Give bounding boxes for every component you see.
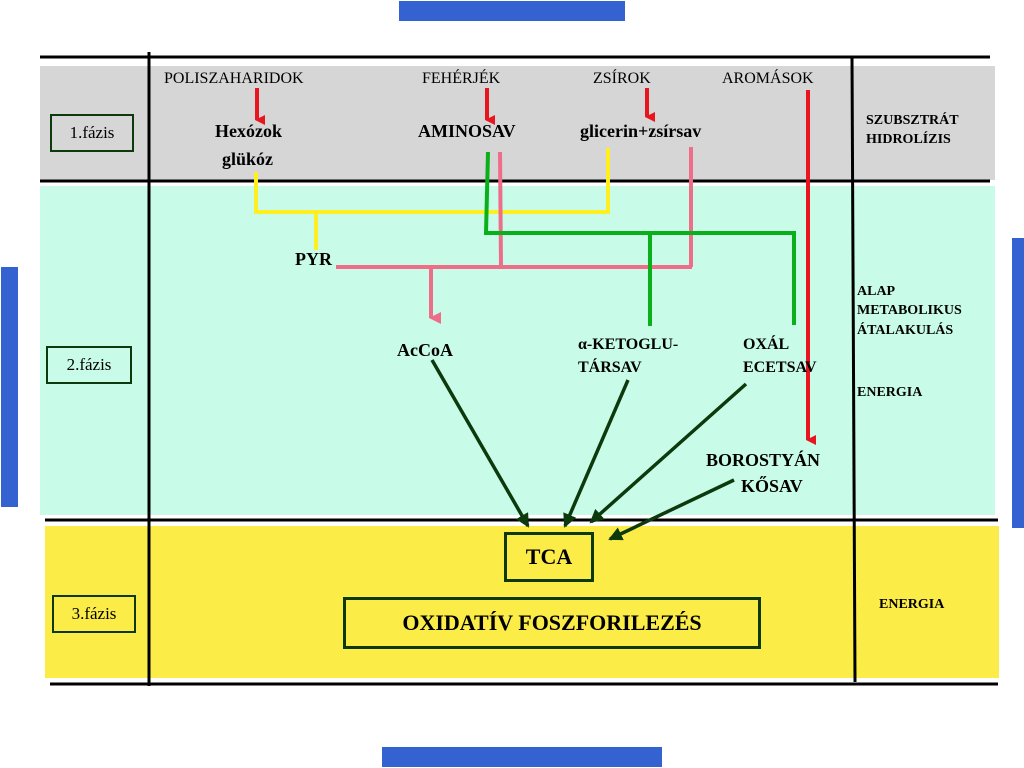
yellow-connector [254, 148, 610, 214]
phase1-band [40, 66, 995, 180]
arrow-accoa-tca [430, 359, 530, 528]
source-poliszaharidok: POLISZAHARIDOK [164, 70, 304, 87]
side-metabolikus: METABOLIKUS [857, 303, 962, 318]
product-hexozok: Hexózok [215, 121, 282, 141]
arrow-oxal-tca [589, 382, 748, 524]
bottom-blue-bar [382, 747, 662, 767]
phase3-label: 3.fázis [52, 595, 136, 633]
phase2-band [40, 186, 995, 515]
side-hidrolizis: HIDROLÍZIS [866, 132, 951, 147]
pink-from-aminosav [498, 151, 503, 268]
source-zsirok: ZSÍROK [593, 70, 651, 87]
node-oxal-2: ECETSAV [743, 359, 817, 376]
green-from-aminosav [483, 151, 796, 325]
side-atalakulas: ÁTALAKULÁS [857, 323, 954, 338]
source-feherjek: FEHÉRJÉK [422, 70, 501, 87]
node-accoa: AcCoA [397, 340, 453, 360]
node-borostyan-2: KŐSAV [741, 476, 803, 496]
phase3-band [45, 526, 999, 678]
phase1-label: 1.fázis [50, 114, 134, 152]
right-blue-bar [1012, 238, 1024, 528]
tca-box: TCA [504, 532, 594, 582]
source-aromasok: AROMÁSOK [722, 70, 814, 87]
node-oxal-1: OXÁL [743, 336, 790, 353]
node-ketoglu-1: α-KETOGLU- [578, 336, 679, 353]
side-szubsztrat: SZUBSZTRÁT [866, 113, 959, 128]
node-pyr: PYR [295, 249, 332, 269]
product-glukoz: glükóz [222, 149, 274, 169]
side-energia-2: ENERGIA [857, 385, 923, 400]
top-blue-bar [399, 1, 625, 21]
phase2-label: 2.fázis [46, 346, 132, 384]
arrow-ketoglu-tca [563, 379, 630, 528]
divider-right-v [850, 56, 857, 683]
arrow-borostyan-tca [608, 478, 735, 541]
side-alap: ALAP [857, 284, 896, 299]
product-glicerin-zsirsav: glicerin+zsírsav [580, 121, 702, 141]
node-ketoglu-2: TÁRSAV [578, 359, 642, 376]
node-borostyan-1: BOROSTYÁN [706, 450, 821, 470]
product-aminosav: AMINOSAV [418, 121, 516, 141]
left-blue-bar [1, 267, 18, 507]
oxfos-box: OXIDATÍV FOSZFORILEZÉS [343, 597, 761, 649]
side-energia-3: ENERGIA [879, 597, 945, 612]
